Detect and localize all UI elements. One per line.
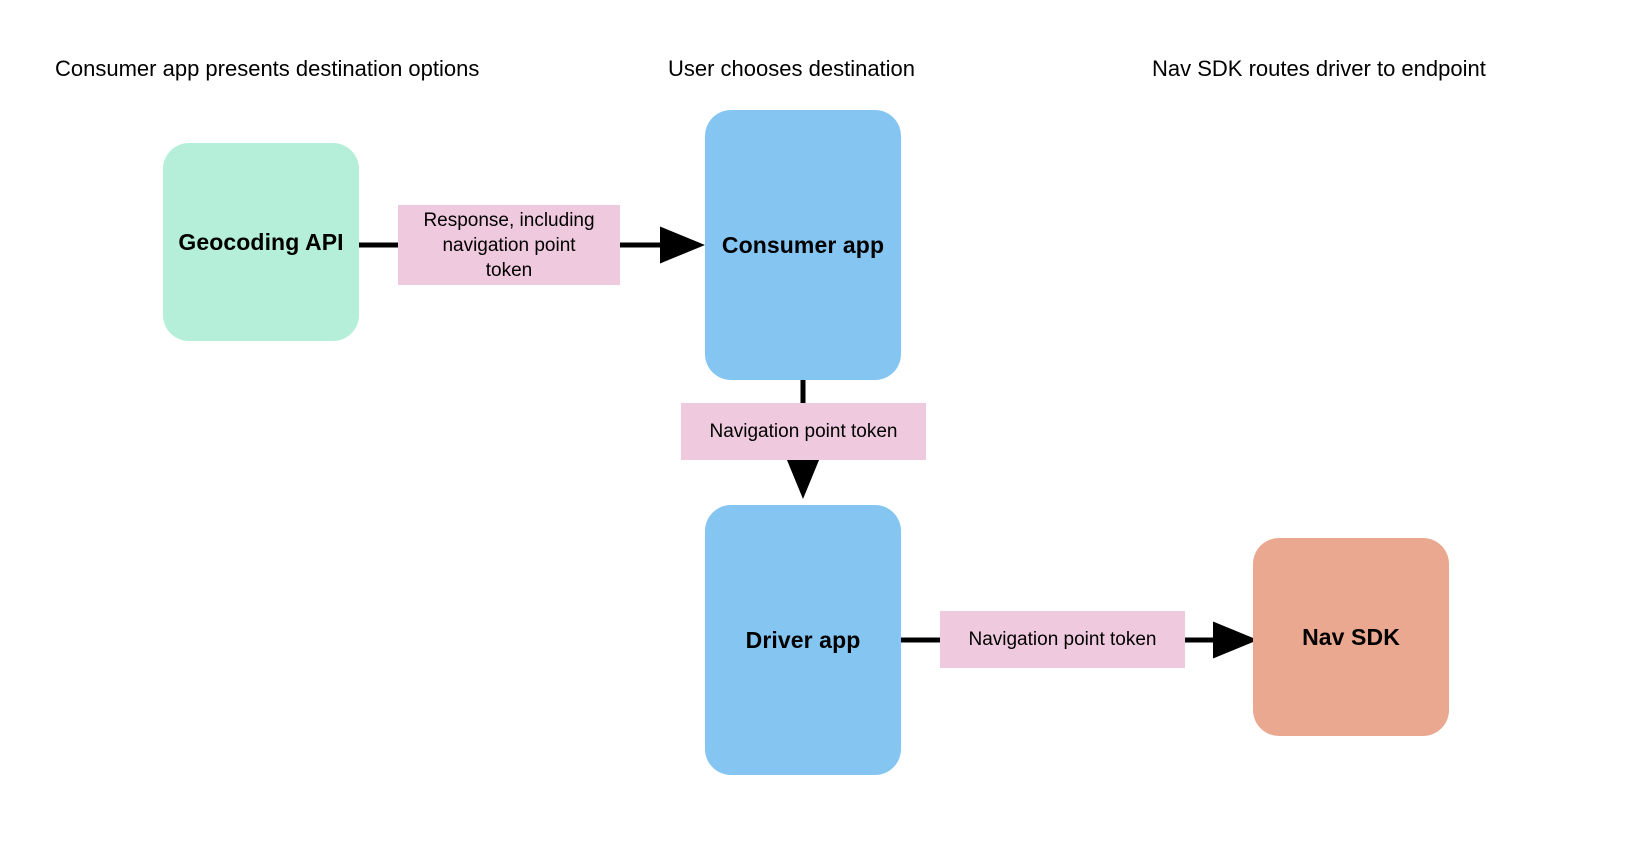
- edge-label-response-including-navigation-point-token: Response, including navigation point tok…: [398, 205, 620, 285]
- column-heading-user-chooses: User chooses destination: [668, 56, 916, 81]
- node-consumer-app-label: Consumer app: [721, 231, 885, 258]
- node-consumer-app[interactable]: Consumer app: [705, 110, 901, 380]
- edge-label-navigation-point-token-horizontal: Navigation point token: [940, 611, 1185, 668]
- node-nav-sdk[interactable]: Nav SDK: [1253, 538, 1449, 736]
- column-heading-consumer-app-presents: Consumer app presents destination option…: [55, 56, 480, 81]
- node-driver-app[interactable]: Driver app: [705, 505, 901, 775]
- node-nav-sdk-label: Nav SDK: [1302, 623, 1400, 650]
- edge-label-navigation-point-token-vertical: Navigation point token: [681, 403, 926, 460]
- edge-label-response-line-2: navigation point: [442, 234, 576, 256]
- column-heading-nav-sdk-routes: Nav SDK routes driver to endpoint: [1152, 56, 1486, 81]
- node-driver-app-label: Driver app: [745, 626, 861, 653]
- node-geocoding-api-label: Geocoding API: [178, 228, 344, 255]
- edge-label-navigation-point-token-horizontal-text: Navigation point token: [968, 629, 1157, 650]
- edge-label-navigation-point-token-vertical-text: Navigation point token: [709, 421, 898, 442]
- edge-label-response-text: Response, including navigation point tok…: [423, 208, 594, 283]
- node-geocoding-api[interactable]: Geocoding API: [163, 143, 359, 341]
- edge-label-response-line-1: Response, including: [423, 209, 595, 231]
- edge-label-response-line-3: token: [485, 259, 533, 281]
